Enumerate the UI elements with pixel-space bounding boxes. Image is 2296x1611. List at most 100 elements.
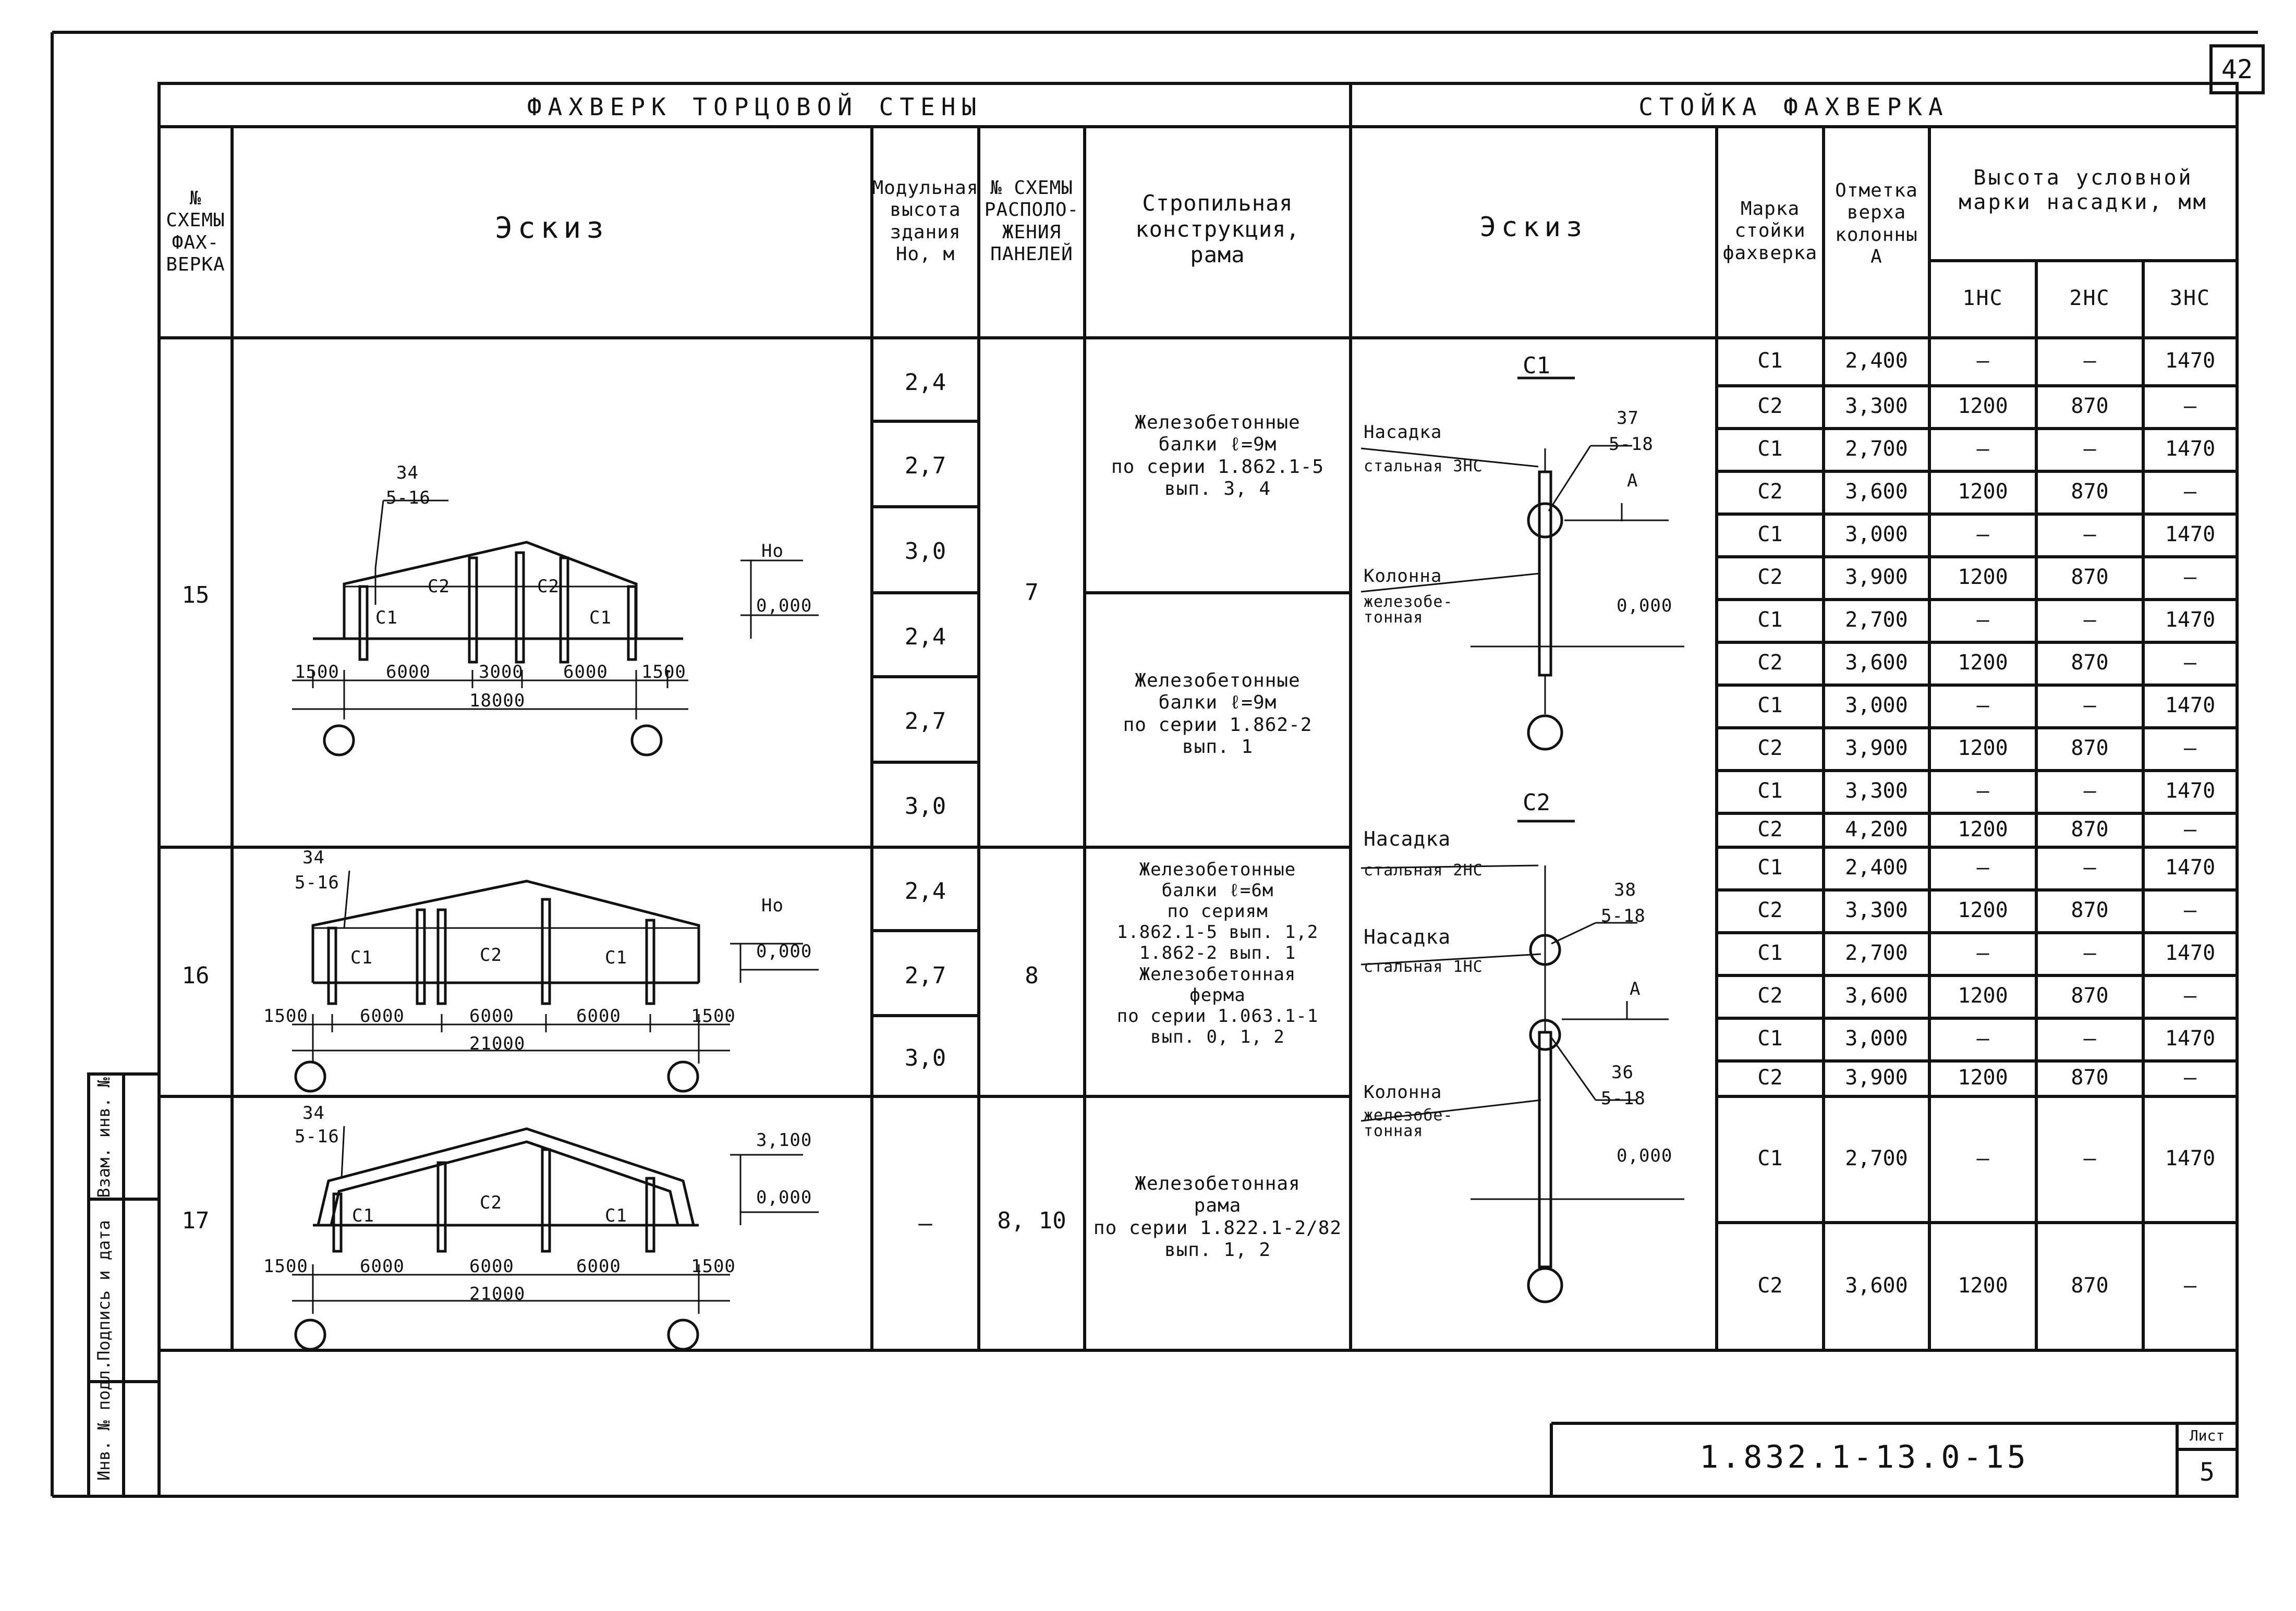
- table-cell: С2: [1757, 480, 1783, 504]
- table-cell: С2: [1757, 984, 1783, 1008]
- table-cell: 870: [2071, 898, 2109, 922]
- table-cell: 3,600: [1845, 651, 1908, 675]
- table-cell: 3,000: [1845, 1027, 1908, 1051]
- table-cell: 3,300: [1845, 898, 1908, 922]
- scheme-number-15: 15: [181, 582, 210, 608]
- callout-number: 34: [396, 462, 419, 483]
- table-cell: 3,300: [1845, 394, 1908, 418]
- col-mark-header: Марка стойки фахверка: [1722, 198, 1818, 264]
- table-cell: 870: [2071, 394, 2109, 418]
- scheme-number-17: 17: [181, 1207, 210, 1234]
- sketch-scheme-16: [292, 870, 819, 1093]
- table-cell: С2: [1757, 565, 1783, 589]
- dim-label: 1500: [295, 662, 339, 682]
- left-section-title: ФАХВЕРК ТОРЦОВОЙ СТЕНЫ: [527, 93, 983, 121]
- table-cell: 1200: [1958, 817, 2008, 841]
- nasadka-sub: стальная 2НС: [1364, 861, 1483, 880]
- dim-total: 21000: [469, 1033, 526, 1054]
- col-structure-header: Стропильная конструкция, рама: [1135, 190, 1300, 268]
- height-cell: —: [918, 1210, 932, 1237]
- column-sketch-title: С2: [1523, 789, 1550, 816]
- callout-ref: 5-18: [1601, 906, 1646, 926]
- table-cell: 1200: [1958, 898, 2008, 922]
- level-label: 3,100: [756, 1130, 812, 1151]
- table-cell: —: [2183, 565, 2197, 589]
- level-label: 0,000: [756, 941, 812, 962]
- dim-label: 6000: [386, 662, 431, 682]
- table-cell: С1: [1757, 856, 1783, 880]
- sketch-scheme-15: [292, 499, 819, 756]
- table-cell: —: [1976, 693, 1989, 717]
- table-cell: 1470: [2165, 693, 2216, 717]
- structure-note: Железобетонные балки ℓ=9м по серии 1.862…: [1111, 412, 1325, 500]
- layout-cell: 7: [1025, 579, 1039, 606]
- table-cell: —: [2083, 349, 2096, 373]
- table-cell: 1470: [2165, 856, 2216, 880]
- structure-note: Железобетонные балки ℓ=6м по сериям 1.86…: [1116, 859, 1319, 1047]
- table-cell: 3,900: [1845, 565, 1908, 589]
- table-cell: 2,700: [1845, 941, 1908, 965]
- scheme-number-16: 16: [181, 962, 210, 989]
- column-label: С1: [605, 1205, 627, 1226]
- table-cell: 3,600: [1845, 1273, 1908, 1298]
- table-cell: —: [2083, 608, 2096, 632]
- dim-label: 6000: [469, 1006, 514, 1027]
- table-cell: 1470: [2165, 349, 2216, 373]
- table-cell: —: [2183, 1066, 2197, 1090]
- table-cell: С1: [1757, 779, 1783, 803]
- table-cell: —: [2083, 437, 2096, 461]
- column-label: С2: [480, 1192, 502, 1213]
- level-label: 0,000: [756, 595, 812, 616]
- table-cell: 870: [2071, 1066, 2109, 1090]
- dim-label: 6000: [576, 1256, 621, 1277]
- document-code: 1.832.1-13.0-15: [1699, 1439, 2029, 1475]
- table-cell: —: [2083, 779, 2096, 803]
- dim-label: 1500: [641, 662, 686, 682]
- table-cell: 1470: [2165, 522, 2216, 546]
- column-label: С2: [480, 945, 502, 966]
- table-cell: 1470: [2165, 1027, 2216, 1051]
- table-cell: С1: [1757, 608, 1783, 632]
- col-height-header: Модульная высота здания Но, м: [872, 177, 979, 265]
- dim-label: 1500: [691, 1006, 736, 1027]
- structure-note: Железобетонные балки ℓ=9м по серии 1.862…: [1123, 670, 1313, 758]
- sketch-column-c2: [1360, 820, 1684, 1303]
- level-zero: 0,000: [1617, 595, 1673, 616]
- table-cell: 3,600: [1845, 984, 1908, 1008]
- nasadka-label: Насадка: [1364, 422, 1442, 443]
- callout-number: 36: [1611, 1062, 1634, 1083]
- sketch-column-c1: [1360, 376, 1684, 751]
- height-cell: 3,0: [904, 1045, 946, 1071]
- table-cell: С1: [1757, 522, 1783, 546]
- table-cell: С1: [1757, 941, 1783, 965]
- callout-ref: 5-18: [1609, 434, 1654, 455]
- table-cell: 2,700: [1845, 608, 1908, 632]
- dim-label: 3000: [479, 662, 524, 682]
- col-scheme-header: № СХЕМЫ ФАХ- ВЕРКА: [166, 188, 225, 276]
- callout-ref: 5-16: [386, 487, 431, 508]
- table-cell: С2: [1757, 1273, 1783, 1298]
- height-cell: 2,7: [904, 453, 946, 479]
- table-cell: 3,900: [1845, 1066, 1908, 1090]
- dim-label: 1500: [691, 1256, 736, 1277]
- height-cell: 2,4: [904, 369, 946, 396]
- table-cell: 3,900: [1845, 736, 1908, 760]
- layout-cell: 8, 10: [997, 1207, 1066, 1234]
- dim-label: 6000: [576, 1006, 621, 1027]
- level-label: 0,000: [756, 1187, 812, 1208]
- table-cell: 1470: [2165, 1146, 2216, 1170]
- table-cell: —: [2183, 817, 2197, 841]
- height-cell: 2,7: [904, 708, 946, 735]
- callout-ref: 5-18: [1601, 1088, 1646, 1109]
- table-cell: 4,200: [1845, 817, 1908, 841]
- sub-col-3nc: 3НС: [2169, 286, 2211, 310]
- table-cell: 1200: [1958, 565, 2008, 589]
- level-zero: 0,000: [1617, 1145, 1673, 1166]
- table-cell: 1200: [1958, 394, 2008, 418]
- column-label: С1: [350, 947, 373, 968]
- table-cell: 1200: [1958, 984, 2008, 1008]
- table-cell: —: [2183, 984, 2197, 1008]
- table-cell: 2,700: [1845, 1146, 1908, 1170]
- table-cell: —: [2183, 480, 2197, 504]
